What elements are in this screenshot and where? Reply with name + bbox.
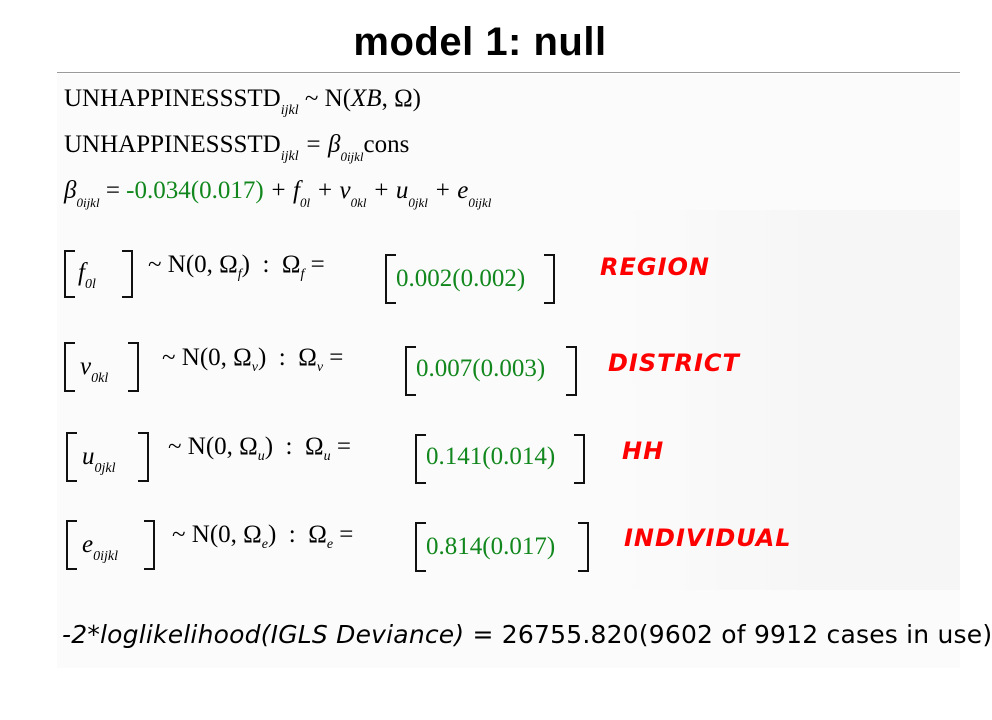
- v-term: + v: [310, 177, 351, 204]
- right-bracket: [122, 250, 133, 298]
- variance-estimate: 0.141(0.014): [426, 443, 556, 470]
- response-variable: UNHAPPINESSSTD: [64, 85, 281, 112]
- v-subscript: 0kl: [350, 195, 367, 210]
- matrix-right-bracket: [566, 346, 577, 396]
- right-bracket: [144, 520, 155, 570]
- f-term: + f: [263, 177, 300, 204]
- distribution-text: ~ N(0, Ω: [168, 433, 258, 460]
- distribution-statement: ~ N(0, Ωe) : Ωe =: [172, 521, 354, 552]
- beta-subscript: 0ijkl: [76, 195, 100, 210]
- variance-estimate: 0.007(0.003): [416, 355, 546, 382]
- response-variable: UNHAPPINESSSTD: [64, 131, 281, 158]
- beta-symbol: β: [64, 177, 77, 204]
- matrix-right-bracket: [574, 434, 585, 484]
- omega-subscript-2: f: [300, 267, 305, 282]
- matrix-left-bracket: [385, 254, 396, 304]
- e-subscript: 0ijkl: [468, 195, 492, 210]
- matrix-right-bracket: [578, 522, 589, 572]
- omega-subscript: e: [261, 537, 268, 552]
- effect-symbol: f: [78, 259, 85, 286]
- intercept-estimate: -0.034(0.017): [126, 177, 264, 204]
- effect-subscript: 0l: [84, 277, 96, 292]
- distribution-statement: ~ N(0, Ωu) : Ωu =: [168, 433, 351, 464]
- response-subscript: ijkl: [280, 149, 299, 164]
- matrix-right-bracket: [544, 254, 555, 304]
- effect-subscript: 0kl: [91, 371, 109, 386]
- level-label: REGION: [600, 253, 710, 281]
- effect-symbol: e: [82, 531, 94, 558]
- random-effect-term: f0l: [78, 258, 96, 292]
- distribution-text: ~ N(0, Ω: [172, 521, 262, 548]
- u-subscript: 0jkl: [408, 195, 428, 210]
- left-bracket: [64, 250, 75, 298]
- xb-term: XB: [351, 85, 382, 112]
- omega-subscript-2: v: [316, 360, 324, 375]
- effect-symbol: u: [82, 443, 95, 470]
- matrix-left-bracket: [405, 346, 416, 396]
- distribution-text: ~ N(0, Ω: [162, 344, 252, 371]
- effect-symbol: v: [80, 353, 92, 380]
- distribution-statement: ~ N(0, Ωf) : Ωf =: [148, 251, 325, 282]
- level-label: HH: [622, 437, 665, 465]
- equation-linear-predictor: UNHAPPINESSSTDijkl = β0ijklcons: [64, 130, 409, 164]
- beta-symbol: = β: [298, 131, 341, 158]
- response-subscript: ijkl: [280, 103, 299, 118]
- omega-subscript-2: u: [323, 449, 331, 464]
- matrix-left-bracket: [415, 522, 426, 572]
- omega-subscript: u: [257, 449, 265, 464]
- effect-subscript: 0ijkl: [93, 549, 118, 564]
- right-bracket: [128, 342, 139, 392]
- distribution-statement: ~ N(0, Ωv) : Ωv =: [162, 344, 344, 375]
- level-label: DISTRICT: [608, 349, 740, 377]
- distribution-close: , Ω): [381, 85, 421, 112]
- distribution-open: ~ N(: [298, 85, 352, 112]
- beta-subscript: 0ijkl: [340, 149, 364, 164]
- omega-subscript: v: [251, 360, 258, 375]
- equation-response-distribution: UNHAPPINESSSTDijkl ~ N(XB, Ω): [64, 84, 421, 118]
- deviance-label: -2*loglikelihood(IGLS Deviance): [62, 620, 465, 649]
- u-term: + u: [366, 177, 409, 204]
- variance-estimate: 0.002(0.002): [396, 265, 526, 292]
- left-bracket: [66, 432, 77, 482]
- random-effect-term: e0ijkl: [82, 530, 118, 564]
- slide-title: model 1: null: [353, 20, 607, 64]
- right-bracket: [138, 432, 149, 482]
- f-subscript: 0l: [299, 195, 311, 210]
- effect-subscript: 0jkl: [94, 461, 116, 476]
- omega-subscript: f: [237, 267, 242, 282]
- equals-sign: =: [99, 177, 127, 204]
- variance-estimate: 0.814(0.017): [426, 533, 556, 560]
- level-label: INDIVIDUAL: [624, 524, 792, 552]
- omega-subscript-2: e: [326, 537, 334, 552]
- random-effect-term: v0kl: [80, 352, 108, 386]
- distribution-text: ~ N(0, Ω: [148, 251, 238, 278]
- title-divider: [57, 72, 960, 73]
- random-effect-term: u0jkl: [82, 442, 116, 476]
- matrix-left-bracket: [415, 434, 426, 484]
- deviance-value: = 26755.820(9602 of 9912 cases in use): [464, 620, 992, 649]
- left-bracket: [64, 342, 75, 392]
- panel-shading: [620, 210, 960, 590]
- e-term: + e: [427, 177, 469, 204]
- cons-term: cons: [363, 131, 410, 158]
- deviance-line: -2*loglikelihood(IGLS Deviance) = 26755.…: [62, 620, 992, 649]
- left-bracket: [66, 520, 77, 570]
- equation-intercept: β0ijkl = -0.034(0.017) + f0l + v0kl + u0…: [64, 176, 492, 210]
